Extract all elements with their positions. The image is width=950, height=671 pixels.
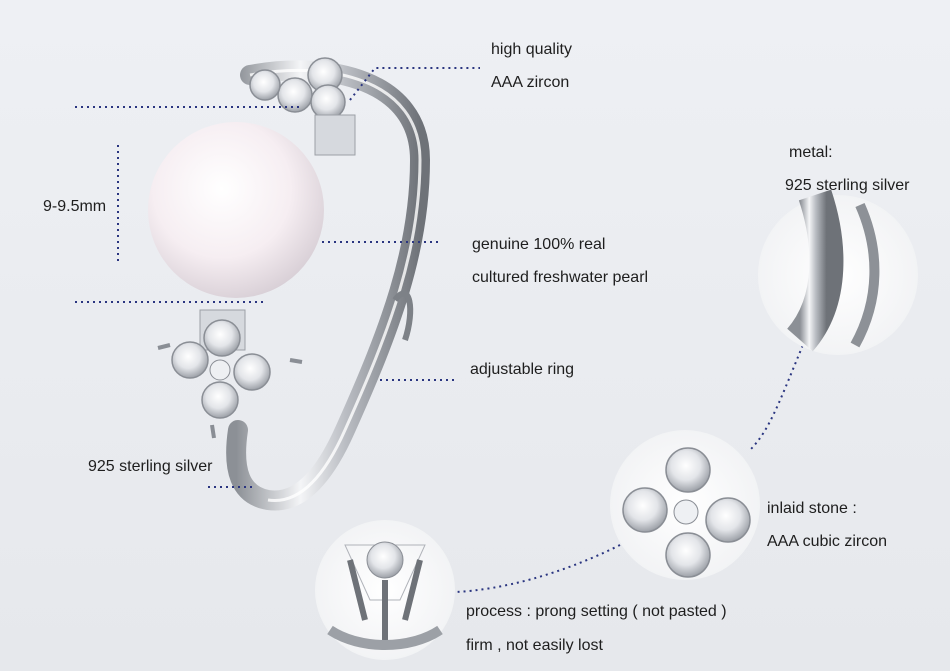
label-cubic-zircon: AAA cubic zircon: [767, 533, 888, 550]
label-aaa-zircon: AAA zircon: [491, 74, 570, 91]
label-band-silver: 925 sterling silver: [88, 458, 213, 475]
label-cultured-pearl: cultured freshwater pearl: [472, 269, 649, 286]
label-firm: firm , not easily lost: [466, 637, 603, 654]
label-adjustable-ring: adjustable ring: [470, 361, 575, 378]
label-inlaid-stone: inlaid stone :: [767, 500, 857, 517]
label-size: 9-9.5mm: [43, 198, 107, 215]
prong-detail-circle: [315, 520, 455, 660]
leader-lines: [75, 67, 806, 593]
ring-band: [226, 60, 431, 511]
top-zircon-cluster: [249, 57, 356, 156]
label-process: process : prong setting ( not pasted ): [466, 603, 727, 620]
label-metal-silver: 925 sterling silver: [785, 177, 910, 194]
stone-detail-circle: [610, 430, 760, 580]
bottom-zircon-cluster: [157, 309, 303, 439]
label-genuine-pearl: genuine 100% real: [472, 236, 606, 253]
metal-detail-circle: [758, 189, 918, 355]
label-metal: metal:: [789, 144, 833, 161]
label-high-quality: high quality: [491, 41, 572, 58]
pearl: [148, 122, 324, 298]
